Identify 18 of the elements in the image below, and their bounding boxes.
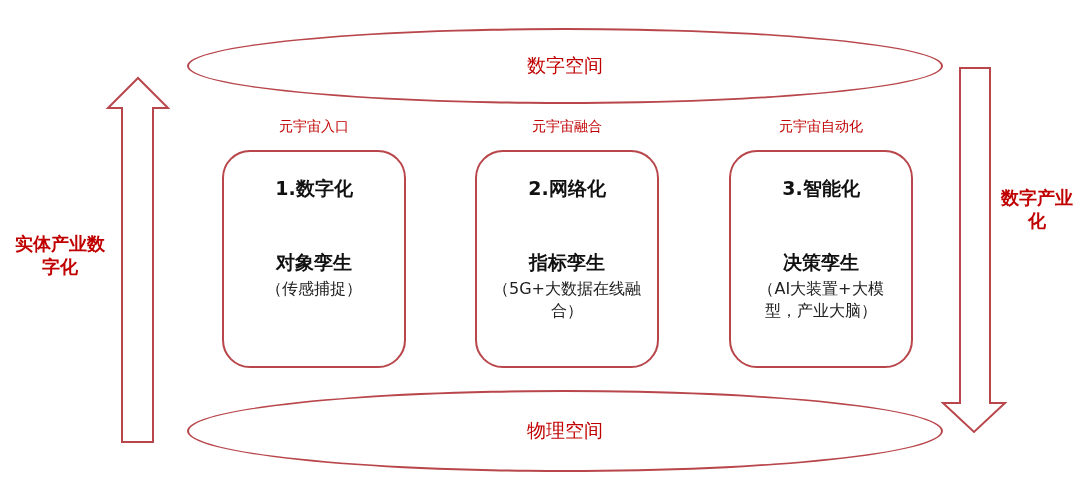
stage-label: 元宇宙入口 bbox=[279, 118, 349, 136]
box-title: 3.智能化 bbox=[782, 176, 860, 201]
space-ellipse bbox=[187, 390, 943, 472]
twin-note: （传感捕捉） bbox=[265, 278, 363, 300]
twin-note: （AI大装置+大模型，产业大脑） bbox=[757, 278, 885, 322]
twin-title: 指标孪生 bbox=[529, 250, 605, 275]
space-label: 物理空间 bbox=[527, 418, 603, 443]
stage-label: 元宇宙自动化 bbox=[779, 118, 863, 136]
box-title: 2.网络化 bbox=[528, 176, 606, 201]
twin-title: 决策孪生 bbox=[783, 250, 859, 275]
space-label: 数字空间 bbox=[527, 53, 603, 78]
stage-label: 元宇宙融合 bbox=[532, 118, 602, 136]
twin-title: 对象孪生 bbox=[276, 250, 352, 275]
side-label: 实体产业数字化 bbox=[14, 232, 106, 279]
twin-note: （5G+大数据在线融合） bbox=[492, 278, 642, 322]
side-label: 数字产业化 bbox=[1000, 186, 1074, 233]
box-title: 1.数字化 bbox=[275, 176, 353, 201]
space-ellipse bbox=[187, 28, 943, 104]
